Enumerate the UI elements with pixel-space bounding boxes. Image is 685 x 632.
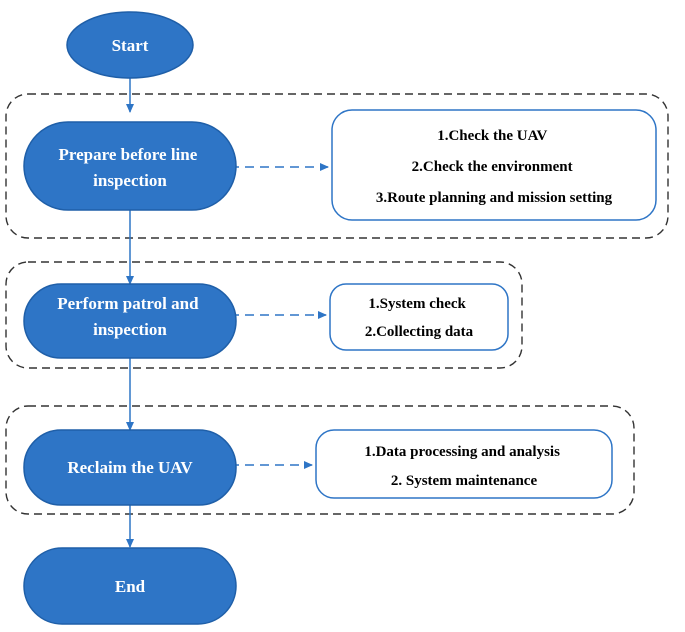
start-node-label: Start bbox=[112, 36, 149, 55]
prepare-note-item-1: 1.Check the UAV bbox=[437, 128, 547, 144]
group-frame-reclaim bbox=[5, 405, 635, 515]
end-node bbox=[23, 547, 237, 625]
patrol-node-label-line-1: Perform patrol and bbox=[57, 294, 199, 313]
reclaim-node bbox=[23, 429, 237, 506]
patrol-note-item-2: 2.Collecting data bbox=[365, 324, 474, 340]
prepare-note-box bbox=[331, 109, 657, 221]
prepare-note-item-3: 3.Route planning and mission setting bbox=[376, 190, 613, 206]
reclaim-note-item-1: 1.Data processing and analysis bbox=[364, 444, 560, 460]
svg-text:1.Check the UAV 2.Check th: 1.Check the UAV 2.Check the environment … bbox=[376, 128, 613, 206]
patrol-note-item-1: 1.System check bbox=[368, 296, 466, 312]
prepare-note-item-2: 2.Check the environment bbox=[412, 159, 573, 175]
svg-text:Perform patrol and inspect: Perform patrol and inspection bbox=[57, 294, 203, 339]
prepare-node bbox=[23, 121, 237, 211]
reclaim-node-label: Reclaim the UAV bbox=[67, 458, 193, 477]
start-node bbox=[66, 11, 194, 79]
group-frame-prepare bbox=[5, 93, 669, 239]
reclaim-note-item-2: 2. System maintenance bbox=[391, 473, 538, 489]
patrol-note-box bbox=[329, 283, 509, 351]
svg-text:Prepare before line inspec: Prepare before line inspection bbox=[58, 145, 201, 190]
svg-text:1.Data processing and analysis: 1.Data processing and analysis 2. System… bbox=[364, 444, 563, 489]
patrol-node-label-line-2: inspection bbox=[93, 320, 167, 339]
reclaim-note-box bbox=[315, 429, 613, 499]
patrol-node bbox=[23, 283, 237, 359]
svg-text:1.System check 2.Collectin: 1.System check 2.Collecting data bbox=[365, 296, 474, 340]
prepare-node-label-line-2: inspection bbox=[93, 171, 167, 190]
end-node-label: End bbox=[115, 577, 146, 596]
prepare-node-label-line-1: Prepare before line bbox=[58, 145, 197, 164]
group-frame-patrol bbox=[5, 261, 523, 369]
